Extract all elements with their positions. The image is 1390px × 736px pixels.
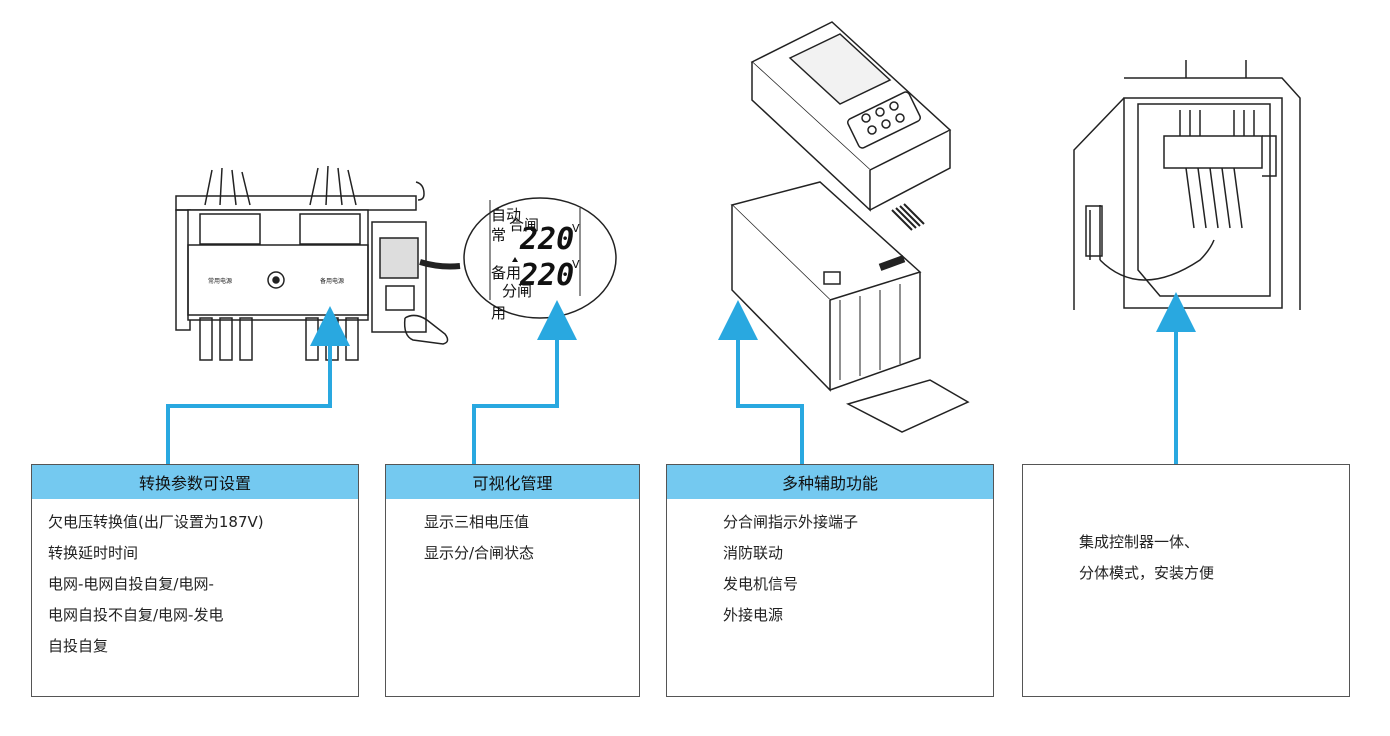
feature-panel-installation: 集成控制器一体、 分体模式，安装方便 <box>1022 464 1350 697</box>
panel-body: 集成控制器一体、 分体模式，安装方便 <box>1023 465 1349 589</box>
panel-body: 分合闸指示外接端子 消防联动 发电机信号 外接电源 <box>667 499 993 631</box>
indicator-triangle-icon <box>512 257 518 262</box>
connector-arrow-2 <box>472 300 577 464</box>
panel-line: 电网-电网自投自复/电网- <box>48 575 214 593</box>
lcd-display-callout: 自动 常 合闸 220 V 备用 分闸 用 220 V <box>463 197 617 322</box>
panel-line: 发电机信号 <box>723 575 799 593</box>
connector-arrow-1 <box>166 306 350 464</box>
display-label-closed: 合闸 <box>509 216 539 234</box>
switch-unit-illustration: 常用电源 备用电源 <box>175 165 461 361</box>
panel-line: 电网自投不自复/电网-发电 <box>48 606 224 624</box>
display-label-use: 用 <box>491 304 506 322</box>
panel-line: 欠电压转换值(出厂设置为187V) <box>48 513 264 531</box>
connector-arrow-3 <box>718 300 804 464</box>
display-voltage-2: 220 <box>519 258 574 293</box>
panel-line: 外接电源 <box>723 606 784 624</box>
svg-text:常用电源: 常用电源 <box>208 277 232 285</box>
panel-line: 自投自复 <box>48 637 109 655</box>
feature-panel-visual-management: 可视化管理 显示三相电压值 显示分/合闸状态 <box>385 464 640 697</box>
panel-body: 欠电压转换值(出厂设置为187V) 转换延时时间 电网-电网自投自复/电网- 电… <box>32 499 358 662</box>
display-unit-2: V <box>572 258 580 271</box>
panel-title: 多种辅助功能 <box>667 465 993 499</box>
panel-line: 转换延时时间 <box>48 544 139 562</box>
panel-line: 分体模式，安装方便 <box>1079 564 1215 582</box>
panel-title: 可视化管理 <box>386 465 639 499</box>
display-voltage-1: 220 <box>519 222 574 257</box>
display-label-backup: 备用 <box>491 264 521 282</box>
cabinet-illustration <box>1073 60 1301 310</box>
feature-panel-aux-functions: 多种辅助功能 分合闸指示外接端子 消防联动 发电机信号 外接电源 <box>666 464 994 697</box>
panel-line: 集成控制器一体、 <box>1079 533 1200 551</box>
panel-line: 显示三相电压值 <box>424 513 530 531</box>
panel-title: 转换参数可设置 <box>32 465 358 499</box>
display-unit-1: V <box>572 222 580 235</box>
panel-line: 分合闸指示外接端子 <box>723 513 859 531</box>
display-label-auto: 自动 <box>491 206 521 224</box>
feature-panel-settings: 转换参数可设置 欠电压转换值(出厂设置为187V) 转换延时时间 电网-电网自投… <box>31 464 359 697</box>
panel-line: 显示分/合闸状态 <box>424 544 535 562</box>
panel-body: 显示三相电压值 显示分/合闸状态 <box>386 499 639 569</box>
panel-line: 消防联动 <box>723 544 784 562</box>
display-label-normal: 常 <box>491 226 506 244</box>
connector-lines <box>166 292 1196 464</box>
svg-text:备用电源: 备用电源 <box>320 277 344 285</box>
display-label-open: 分闸 <box>502 282 532 300</box>
controller-exploded-illustration <box>730 21 970 433</box>
